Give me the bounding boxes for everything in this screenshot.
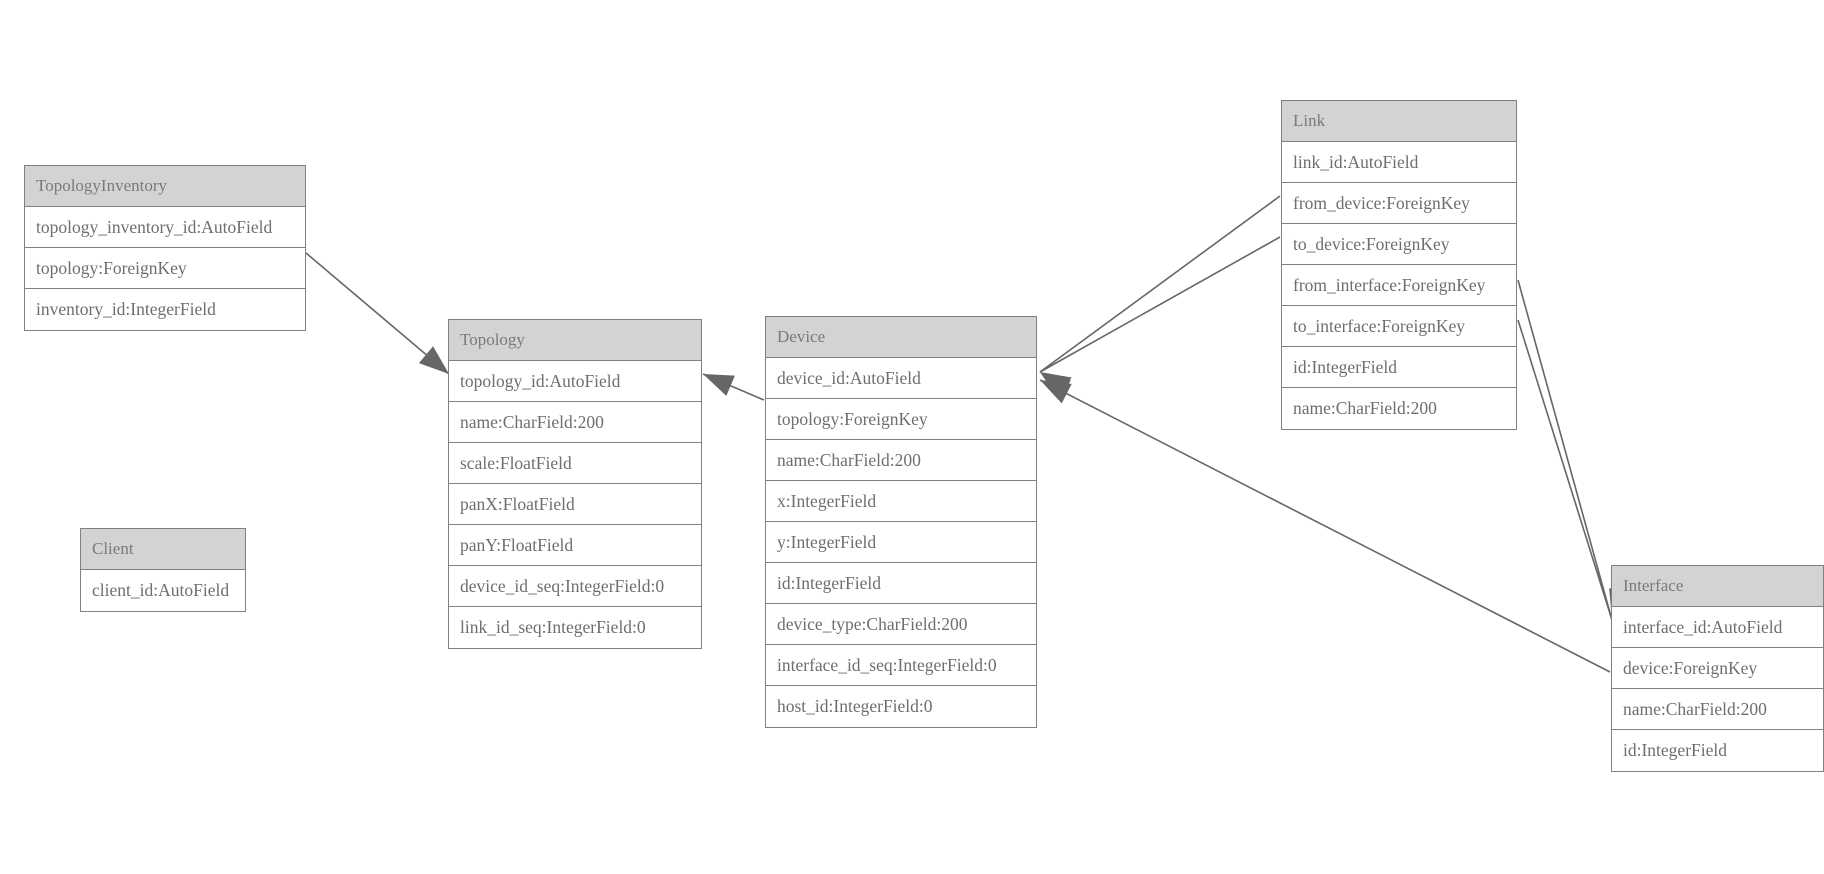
entity-field-row[interactable]: from_device:ForeignKey — [1282, 183, 1516, 224]
entity-title-link: Link — [1282, 101, 1516, 142]
entity-field-row[interactable]: from_interface:ForeignKey — [1282, 265, 1516, 306]
entity-field-row[interactable]: x:IntegerField — [766, 481, 1036, 522]
entity-field-row[interactable]: interface_id_seq:IntegerField:0 — [766, 645, 1036, 686]
entity-field-row[interactable]: device:ForeignKey — [1612, 648, 1823, 689]
entity-field-row[interactable]: link_id:AutoField — [1282, 142, 1516, 183]
entity-title-topology_inventory: TopologyInventory — [25, 166, 305, 207]
entity-field-row[interactable]: name:CharField:200 — [766, 440, 1036, 481]
entity-field-row[interactable]: topology_id:AutoField — [449, 361, 701, 402]
entity-field-row[interactable]: client_id:AutoField — [81, 570, 245, 611]
entity-field-row[interactable]: y:IntegerField — [766, 522, 1036, 563]
entity-title-device: Device — [766, 317, 1036, 358]
relationship-line — [1517, 319, 1613, 621]
entity-field-row[interactable]: device_id:AutoField — [766, 358, 1036, 399]
entity-field-row[interactable]: interface_id:AutoField — [1612, 607, 1823, 648]
entity-field-row[interactable]: to_device:ForeignKey — [1282, 224, 1516, 265]
entity-field-row[interactable]: panY:FloatField — [449, 525, 701, 566]
entity-field-row[interactable]: host_id:IntegerField:0 — [766, 686, 1036, 727]
entity-title-topology: Topology — [449, 320, 701, 361]
entity-field-row[interactable]: topology:ForeignKey — [766, 399, 1036, 440]
relationship-arrowhead — [1040, 380, 1072, 404]
entity-field-row[interactable]: inventory_id:IntegerField — [25, 289, 305, 330]
relationship-line — [1039, 236, 1281, 373]
entity-field-row[interactable]: id:IntegerField — [766, 563, 1036, 604]
relationship-arrowhead — [1040, 372, 1071, 399]
entity-field-row[interactable]: id:IntegerField — [1612, 730, 1823, 771]
entity-field-row[interactable]: name:CharField:200 — [1282, 388, 1516, 429]
entity-field-row[interactable]: link_id_seq:IntegerField:0 — [449, 607, 701, 648]
entity-field-row[interactable]: topology_inventory_id:AutoField — [25, 207, 305, 248]
entity-field-row[interactable]: topology:ForeignKey — [25, 248, 305, 289]
relationship-line — [1039, 195, 1281, 373]
relationship-line — [702, 373, 765, 401]
entity-field-row[interactable]: device_id_seq:IntegerField:0 — [449, 566, 701, 607]
relationship-arrowhead — [703, 374, 735, 396]
entity-field-row[interactable]: scale:FloatField — [449, 443, 701, 484]
relationship-line — [305, 252, 450, 375]
entity-field-row[interactable]: id:IntegerField — [1282, 347, 1516, 388]
entity-field-row[interactable]: to_interface:ForeignKey — [1282, 306, 1516, 347]
entity-field-row[interactable]: panX:FloatField — [449, 484, 701, 525]
entity-field-row[interactable]: device_type:CharField:200 — [766, 604, 1036, 645]
relationship-line — [1517, 279, 1613, 621]
relationship-arrowhead — [1040, 372, 1072, 397]
entity-title-client: Client — [81, 529, 245, 570]
entity-field-row[interactable]: name:CharField:200 — [449, 402, 701, 443]
entity-title-interface: Interface — [1612, 566, 1823, 607]
entity-field-row[interactable]: name:CharField:200 — [1612, 689, 1823, 730]
